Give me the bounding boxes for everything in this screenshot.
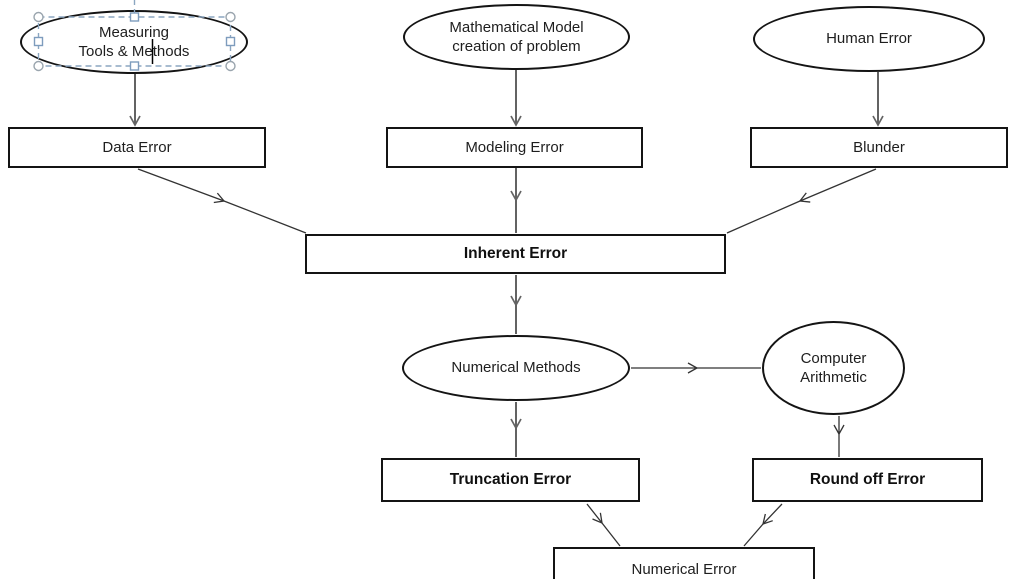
shape-label: Inherent Error bbox=[463, 245, 568, 263]
connector-truncation-to-numerical-error[interactable] bbox=[586, 503, 621, 547]
connector-blunder-to-inherent[interactable] bbox=[726, 168, 877, 234]
shape-label: Computer Arithmetic bbox=[800, 349, 867, 386]
shape-human-error[interactable]: Human Error bbox=[753, 6, 985, 72]
selection-handle-ne[interactable] bbox=[225, 11, 236, 23]
shape-blunder[interactable]: Blunder bbox=[750, 127, 1008, 168]
shape-inherent-error[interactable]: Inherent Error bbox=[305, 234, 726, 274]
shape-computer-arithmetic[interactable]: Computer Arithmetic bbox=[762, 321, 905, 415]
shape-data-error[interactable]: Data Error bbox=[8, 127, 266, 168]
selection-handle-e[interactable] bbox=[225, 36, 236, 47]
shape-label: Numerical Error bbox=[631, 560, 737, 578]
shape-truncation-error[interactable]: Truncation Error bbox=[381, 458, 640, 502]
shape-numerical-methods[interactable]: Numerical Methods bbox=[402, 335, 630, 401]
shape-mathematical-model[interactable]: Mathematical Model creation of problem bbox=[403, 4, 630, 70]
shape-label: Numerical Methods bbox=[451, 359, 581, 377]
selection-overlay bbox=[33, 0, 236, 72]
selection-handle-w[interactable] bbox=[33, 36, 44, 47]
shape-label: Truncation Error bbox=[449, 471, 572, 489]
shape-label: Blunder bbox=[853, 138, 905, 156]
shape-numerical-error[interactable]: Numerical Error bbox=[553, 547, 815, 579]
selection-border[interactable] bbox=[37, 16, 232, 67]
shape-label: Measuring Tools & Methods bbox=[78, 23, 190, 60]
selection-handle-s[interactable] bbox=[129, 61, 140, 71]
shape-round-off-error[interactable]: Round off Error bbox=[752, 458, 983, 502]
selection-handle-se[interactable] bbox=[225, 60, 236, 72]
selection-handle-nw[interactable] bbox=[33, 11, 44, 23]
shape-label: Modeling Error bbox=[465, 138, 564, 156]
shape-label: Round off Error bbox=[809, 471, 926, 489]
selection-handle-sw[interactable] bbox=[33, 60, 44, 72]
shape-label: Mathematical Model creation of problem bbox=[449, 18, 584, 55]
shape-label: Human Error bbox=[826, 30, 912, 48]
shape-label: Data Error bbox=[102, 138, 172, 156]
shape-modeling-error[interactable]: Modeling Error bbox=[386, 127, 643, 168]
connector-data-error-to-inherent[interactable] bbox=[137, 168, 307, 234]
connector-round-off-to-numerical-error[interactable] bbox=[743, 503, 783, 547]
selection-handle-n[interactable] bbox=[129, 12, 140, 22]
